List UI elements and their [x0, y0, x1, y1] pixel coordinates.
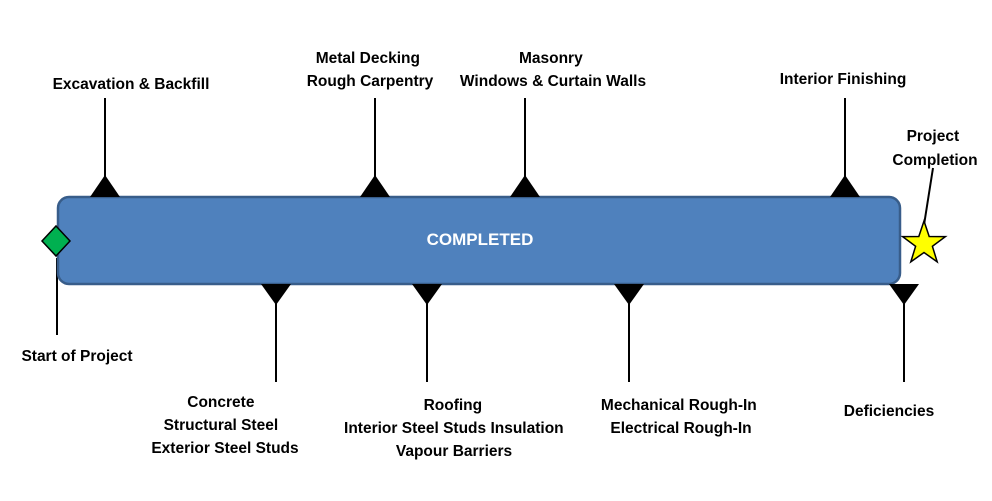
- milestone-up-triangle: [510, 175, 540, 197]
- completion-star-marker: [900, 218, 948, 264]
- milestone-label-excavation: Excavation & Backfill: [53, 76, 210, 93]
- milestone-label-deficiencies: Deficiencies: [844, 403, 934, 420]
- start-diamond-marker: [40, 224, 72, 258]
- end-label: Project Completion: [892, 128, 977, 169]
- milestone-down-triangle: [614, 284, 644, 305]
- milestone-up-triangle: [360, 175, 390, 197]
- milestone-up-triangle: [830, 175, 860, 197]
- milestone-label-interior-finishing: Interior Finishing: [780, 71, 907, 88]
- milestone-down-triangle: [889, 284, 919, 305]
- milestone-label-decking: Metal Decking Rough Carpentry: [307, 50, 434, 90]
- milestone-label-concrete: Concrete Structural Steel Exterior Steel…: [151, 394, 298, 457]
- milestone-up-triangle: [90, 175, 120, 197]
- milestone-label-masonry: Masonry Windows & Curtain Walls: [460, 50, 646, 90]
- milestone-label-mechanical: Mechanical Rough-In Electrical Rough-In: [601, 397, 761, 437]
- start-label: Start of Project: [21, 348, 132, 365]
- end-leader-line: [923, 167, 934, 226]
- milestone-label-roofing: Roofing Interior Steel Studs Insulation …: [344, 397, 568, 460]
- completed-label: COMPLETED: [427, 230, 534, 249]
- milestone-down-triangle: [261, 284, 291, 305]
- milestone-down-triangle: [412, 284, 442, 305]
